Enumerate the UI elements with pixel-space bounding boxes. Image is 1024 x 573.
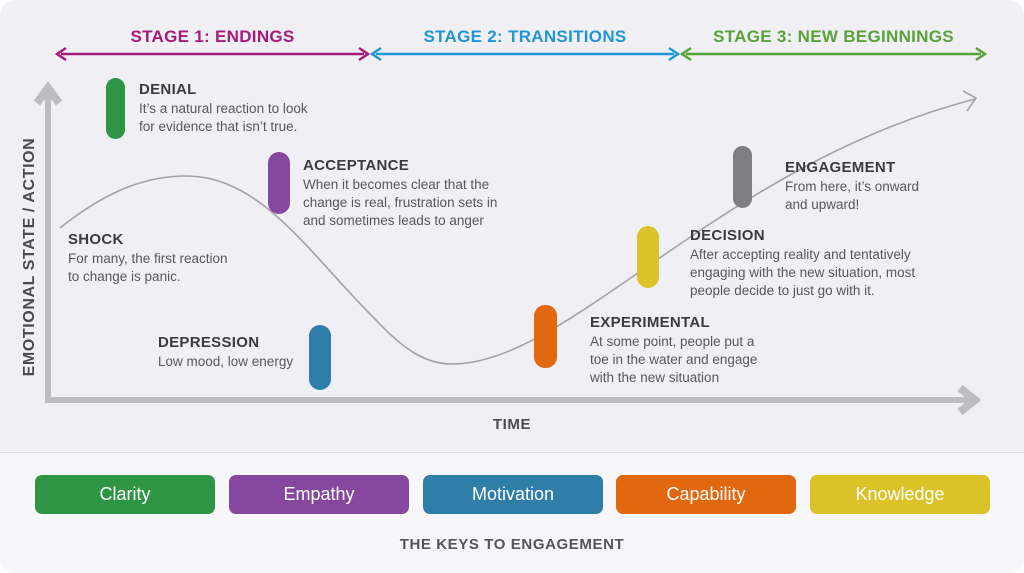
x-axis xyxy=(45,384,982,416)
denial-title: DENIAL xyxy=(139,81,197,98)
y-axis xyxy=(33,81,63,399)
experimental-note: EXPERIMENTAL At some point, people put a… xyxy=(590,314,757,387)
change-curve-line xyxy=(59,90,978,365)
empathy-button[interactable]: Empathy xyxy=(229,475,409,514)
acceptance-description: When it becomes clear that the change is… xyxy=(303,177,498,228)
decision-note: DECISION After accepting reality and ten… xyxy=(690,227,915,300)
stage-2-arrow xyxy=(369,46,681,62)
shock-title: SHOCK xyxy=(68,231,124,248)
chart-graphics xyxy=(33,46,988,416)
experimental-title: EXPERIMENTAL xyxy=(590,314,710,331)
acceptance-marker-pill xyxy=(268,152,290,214)
motivation-button[interactable]: Motivation xyxy=(423,475,603,514)
experimental-marker-pill xyxy=(534,305,557,368)
acceptance-note: ACCEPTANCE When it becomes clear that th… xyxy=(303,157,497,230)
experimental-description: At some point, people put a toe in the w… xyxy=(590,334,758,385)
x-axis-label: TIME xyxy=(492,416,532,433)
stage-3-label: STAGE 3: NEW BEGINNINGS xyxy=(713,27,954,46)
change-curve-chart: STAGE 1: ENDINGS STAGE 2: TRANSITIONS ST… xyxy=(21,27,988,433)
y-axis-label: EMOTIONAL STATE / ACTION xyxy=(21,137,38,377)
engagement-title: ENGAGEMENT xyxy=(785,159,896,176)
depression-description: Low mood, low energy xyxy=(158,354,294,369)
stage-2-label: STAGE 2: TRANSITIONS xyxy=(423,27,627,46)
shock-note: SHOCK For many, the first reaction to ch… xyxy=(68,231,228,286)
engagement-description: From here, it’s onward and upward! xyxy=(785,179,920,212)
knowledge-button[interactable]: Knowledge xyxy=(810,475,990,514)
depression-note: DEPRESSION Low mood, low energy xyxy=(158,334,293,371)
clarity-button[interactable]: Clarity xyxy=(35,475,215,514)
stage-1-arrow xyxy=(54,46,371,62)
denial-note: DENIAL It’s a natural reaction to look f… xyxy=(139,81,308,136)
decision-marker-pill xyxy=(637,226,659,288)
keys-to-engagement-section: Clarity Empathy Motivation Capability Kn… xyxy=(0,452,1024,573)
acceptance-title: ACCEPTANCE xyxy=(303,157,410,174)
depression-marker-pill xyxy=(309,325,331,390)
engagement-marker-pill xyxy=(733,146,752,208)
denial-marker-pill xyxy=(106,78,125,139)
engagement-note: ENGAGEMENT From here, it’s onward and up… xyxy=(785,159,919,214)
decision-title: DECISION xyxy=(690,227,765,244)
shock-description: For many, the first reaction to change i… xyxy=(68,251,228,284)
stage-1-label: STAGE 1: ENDINGS xyxy=(130,27,295,46)
stage-3-arrow xyxy=(679,46,988,62)
keys-section-title: THE KEYS TO ENGAGEMENT xyxy=(399,536,625,553)
depression-title: DEPRESSION xyxy=(158,334,260,351)
decision-description: After accepting reality and tentatively … xyxy=(690,247,916,298)
capability-button[interactable]: Capability xyxy=(616,475,796,514)
denial-description: It’s a natural reaction to look for evid… xyxy=(139,101,308,134)
